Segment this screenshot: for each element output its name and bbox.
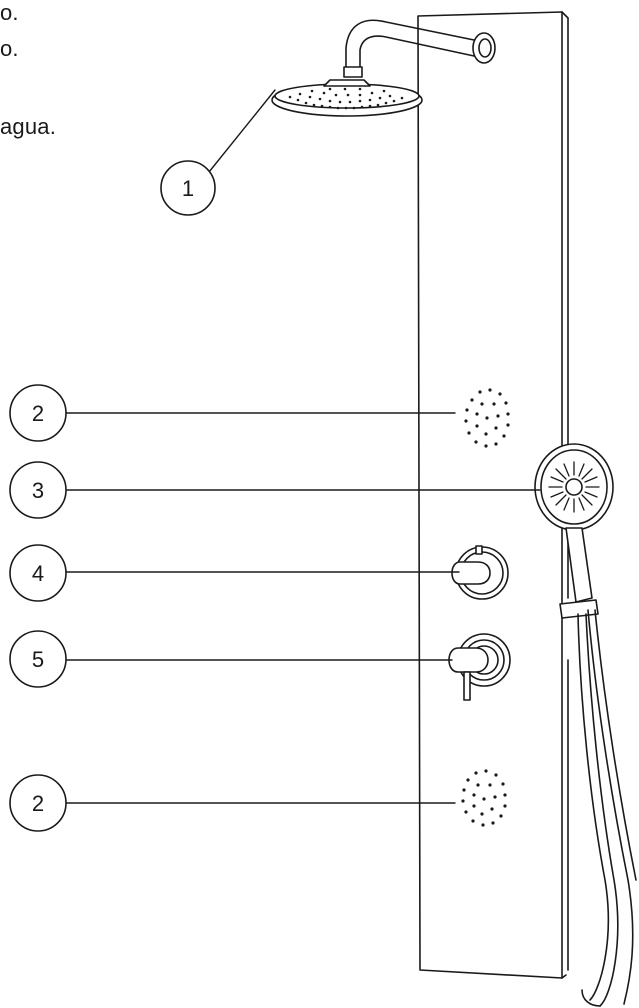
- text-fragment-1: o.: [0, 0, 19, 25]
- callout-leaders: [65, 89, 541, 804]
- callout-circles: [9, 160, 216, 832]
- callout-number-3: 3: [32, 478, 44, 503]
- body-jet-upper: [464, 388, 510, 448]
- text-fragment-3: agua.: [0, 114, 57, 139]
- callout-number-2a: 2: [32, 401, 44, 426]
- callout-circle-2b: [9, 774, 67, 832]
- body-jet-lower: [461, 769, 507, 827]
- callout-circle-5: [9, 630, 67, 688]
- callout-number-1: 1: [182, 176, 194, 201]
- callout-circle-4: [9, 544, 67, 602]
- callout-number-4: 4: [32, 561, 44, 586]
- hand-shower: [534, 443, 614, 619]
- shower-arm: [343, 19, 496, 78]
- callout-number-2b: 2: [32, 791, 44, 816]
- callout-circle-1: [160, 160, 216, 216]
- rain-shower-head: [271, 79, 423, 117]
- diverter-handle: [448, 633, 511, 701]
- text-fragment-2: o.: [0, 36, 19, 61]
- callout-circle-2a: [9, 384, 67, 442]
- shower-hose: [577, 609, 637, 1007]
- callout-number-5: 5: [32, 647, 44, 672]
- shower-panel-body: [417, 11, 569, 979]
- callout-circle-3: [9, 461, 67, 519]
- thermostatic-knob: [451, 545, 509, 600]
